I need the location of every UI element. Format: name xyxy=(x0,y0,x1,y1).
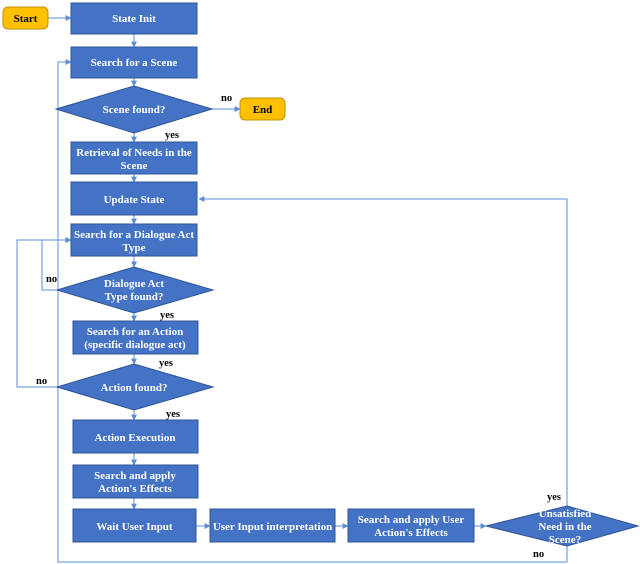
retrieval-box: Retrieval of Needs in the Scene xyxy=(70,141,198,175)
input-interp-box: User Input interpretation xyxy=(209,508,336,543)
unsatisfied-label-line3: Scene? xyxy=(549,534,581,546)
unsatisfied-label-line2: Need in the xyxy=(538,521,591,533)
apply-user-effects-label-line2: Action's Effects xyxy=(374,527,448,539)
search-scene-box: Search for a Scene xyxy=(70,46,198,79)
dat-yes-label: yes xyxy=(160,310,174,321)
dat-found-label-line1: Dialogue Act xyxy=(104,278,165,290)
scene-yes-label: yes xyxy=(165,130,179,141)
unsat-no-label: no xyxy=(533,549,544,560)
search-dat-label-line2: Type xyxy=(122,242,145,254)
edge-unsat-no-search xyxy=(57,59,568,563)
update-state-label: Update State xyxy=(104,194,165,206)
apply-user-effects-box: Search and apply User Action's Effects xyxy=(347,508,475,543)
unsatisfied-decision: Unsatisfied Need in the Scene? xyxy=(485,505,640,547)
action-found-decision: Action found? xyxy=(55,363,215,411)
update-state-box: Update State xyxy=(70,181,198,216)
action-no-label: no xyxy=(36,376,47,387)
search-dat-label-line1: Search for a Dialogue Act xyxy=(74,229,194,241)
end-node: End xyxy=(239,97,286,121)
apply-effects-label-line2: Action's Effects xyxy=(98,483,172,495)
action-exec-label: Action Execution xyxy=(95,432,176,444)
scene-found-label: Scene found? xyxy=(103,104,166,116)
search-action-label-line2: (specific dialogue act) xyxy=(84,339,186,351)
search-scene-label: Search for a Scene xyxy=(91,57,178,69)
retrieval-label-line1: Retrieval of Needs in the xyxy=(76,147,192,159)
action-yes-label: yes xyxy=(166,409,180,420)
scene-no-label: no xyxy=(221,93,232,104)
apply-effects-box: Search and apply Action's Effects xyxy=(72,464,199,499)
end-label: End xyxy=(253,104,273,116)
dat-found-decision: Dialogue Act Type found? xyxy=(55,266,215,314)
scene-found-decision: Scene found? xyxy=(54,85,214,134)
input-interp-label: User Input interpretation xyxy=(213,521,332,533)
edge-unsat-yes-update xyxy=(198,196,568,506)
state-init-label: State Init xyxy=(112,13,156,25)
edge-actionfound-no-loop xyxy=(16,237,72,388)
action-yes-top-label: yes xyxy=(159,358,173,369)
retrieval-label-line2: Scene xyxy=(121,160,148,172)
edge-labels: no yes no yes yes no yes yes no xyxy=(36,93,561,560)
unsatisfied-label-line1: Unsatisfied xyxy=(539,508,592,520)
start-label: Start xyxy=(14,13,38,25)
dat-no-label: no xyxy=(46,274,57,285)
search-action-label-line1: Search for an Action xyxy=(87,326,183,338)
apply-effects-label-line1: Search and apply xyxy=(94,470,176,482)
state-init-box: State Init xyxy=(70,2,198,35)
dat-found-label-line2: Type found? xyxy=(105,291,164,303)
wait-input-label: Wait User Input xyxy=(96,521,173,533)
action-found-label: Action found? xyxy=(101,382,168,394)
wait-input-box: Wait User Input xyxy=(72,508,197,543)
action-exec-box: Action Execution xyxy=(72,419,199,454)
connectors xyxy=(16,15,568,563)
search-action-box: Search for an Action (specific dialogue … xyxy=(72,320,199,355)
apply-user-effects-label-line1: Search and apply User xyxy=(358,514,465,526)
start-node: Start xyxy=(2,6,49,30)
unsat-yes-label: yes xyxy=(547,492,561,503)
search-dat-box: Search for a Dialogue Act Type xyxy=(70,223,198,257)
